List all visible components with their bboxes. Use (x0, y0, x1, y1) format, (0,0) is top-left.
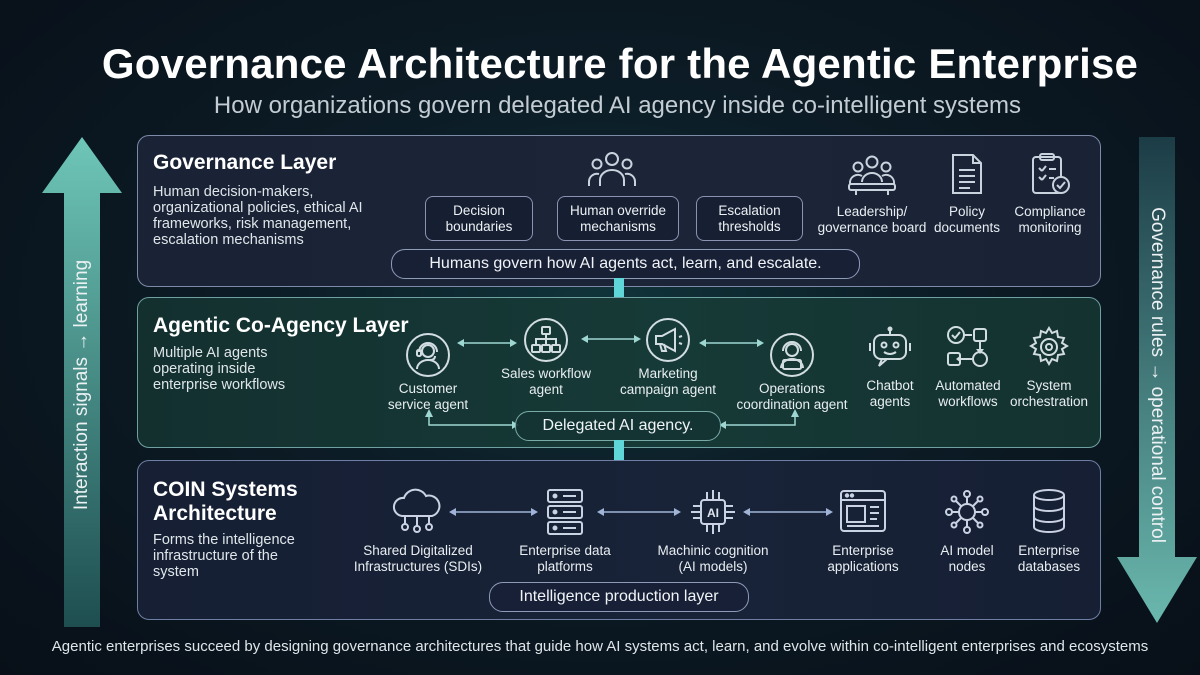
governance-banner: Humans govern how AI agents act, learn, … (391, 249, 860, 279)
right-arrow-label: Governance rules → operational control (1147, 207, 1168, 543)
policy-document-icon (952, 154, 982, 194)
enterprise-data-platforms-label: Enterprise data platforms (519, 543, 611, 574)
system-orchestration-label: System orchestration (1009, 378, 1089, 409)
enterprise-databases-label: Enterprise databases (1017, 543, 1081, 574)
policy-documents-label: Policy documents (933, 204, 1001, 235)
ai-node-icon (945, 490, 989, 534)
governance-layer-title: Governance Layer (153, 151, 337, 174)
enterprise-applications-label: Enterprise applications (827, 543, 899, 574)
coin-banner: Intelligence production layer (489, 582, 749, 612)
ai-chip-icon: AI (691, 490, 735, 534)
left-up-arrow-icon (42, 137, 122, 627)
page-title: Governance Architecture for the Agentic … (101, 40, 1139, 87)
application-window-icon (840, 490, 886, 532)
automated-workflow-icon (947, 326, 988, 367)
workflow-icon (524, 318, 568, 362)
chatbot-icon (869, 326, 911, 367)
database-icon (1033, 489, 1065, 533)
co-agency-layer-title: Agentic Co-Agency Layer (153, 314, 409, 337)
headset-agent-icon (406, 333, 450, 377)
sales-workflow-agent-label: Sales workflow agent (500, 366, 592, 397)
cloud-network-icon (393, 488, 441, 533)
automated-workflows-label: Automated workflows (935, 378, 1001, 409)
coin-layer-title: COIN Systems Architecture (153, 478, 298, 525)
customer-service-agent-label: Customer service agent (387, 381, 469, 412)
compliance-clipboard-icon (1032, 153, 1070, 194)
right-down-arrow-icon (1117, 137, 1197, 623)
page-subtitle: How organizations govern delegated AI ag… (213, 92, 1022, 119)
leadership-icon (848, 155, 896, 195)
operations-coordination-agent-label: Operations coordination agent (736, 381, 848, 412)
coin-layer-description: Forms the intelligence infrastructure of… (153, 532, 295, 580)
operations-agent-icon (770, 333, 814, 377)
governance-layer-description: Human decision-makers, organizational po… (153, 184, 363, 248)
server-stack-icon (547, 489, 583, 535)
compliance-monitoring-label: Compliance monitoring (1014, 204, 1086, 235)
leadership-label: Leadership/ governance board (817, 204, 927, 235)
machinic-cognition-label: Machinic cognition (AI models) (657, 543, 769, 574)
co-agency-layer-description: Multiple AI agents operating inside ente… (153, 345, 286, 393)
people-group-icon (588, 152, 636, 186)
ai-model-nodes-label: AI model nodes (940, 543, 994, 574)
footer-caption: Agentic enterprises succeed by designing… (51, 638, 1149, 655)
coin-connectors (449, 508, 833, 516)
ai-chip-text: AI (707, 506, 719, 520)
co-agency-banner: Delegated AI agency. (515, 411, 721, 441)
agent-connectors (425, 335, 799, 429)
megaphone-icon (646, 318, 690, 362)
marketing-campaign-agent-label: Marketing campaign agent (619, 366, 717, 397)
gear-icon (1029, 326, 1069, 366)
shared-digitalized-infrastructures-label: Shared Digitalized Infrastructures (SDIs… (353, 543, 483, 574)
chatbot-agents-label: Chatbot agents (866, 378, 914, 409)
left-arrow-label: Interaction signals → learning (71, 259, 92, 511)
